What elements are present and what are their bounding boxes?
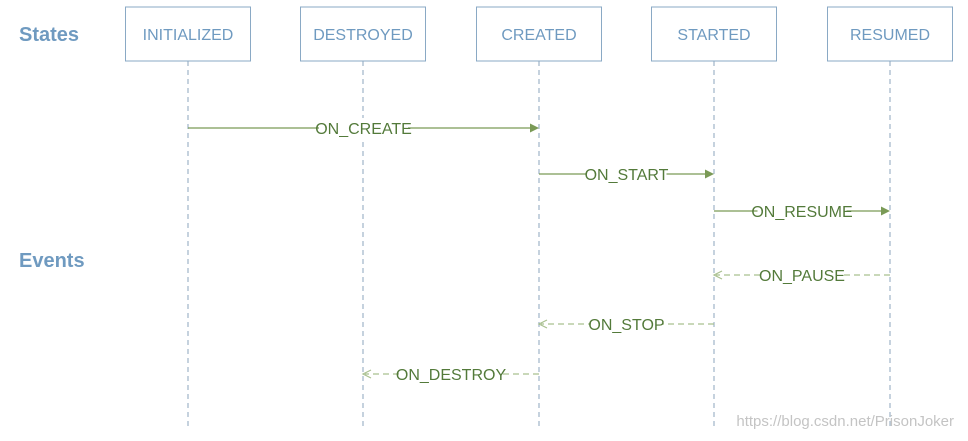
state-label-created: CREATED — [501, 27, 576, 44]
arrowhead-on-create — [530, 123, 539, 133]
state-box-initialized — [125, 6, 251, 62]
state-box-resumed — [827, 6, 953, 62]
arrowhead-on-resume — [881, 206, 890, 216]
event-label-on-resume: ON_RESUME — [751, 204, 852, 221]
event-label-background — [757, 201, 847, 221]
event-label-on-start: ON_START — [585, 167, 669, 184]
lifelines-group — [187, 61, 891, 430]
state-label-destroyed: DESTROYED — [313, 27, 413, 44]
event-label-on-create: ON_CREATE — [315, 121, 412, 138]
arrowhead-on-start — [705, 169, 714, 179]
event-label-background — [762, 265, 842, 285]
state-box-created — [476, 6, 602, 62]
arrowhead-on-pause — [712, 270, 723, 280]
arrowhead-on-stop — [537, 319, 548, 329]
event-arrow-on-resume: ON_RESUME — [714, 201, 890, 221]
state-box-destroyed — [300, 6, 426, 62]
event-label-on-stop: ON_STOP — [588, 317, 664, 334]
event-label-background — [402, 364, 500, 384]
event-arrow-on-pause: ON_PAUSE — [712, 265, 890, 285]
event-arrows-group: ON_CREATE ON_START ON_RESUME ON_PAUSE ON_STO… — [188, 118, 890, 384]
event-arrow-on-create: ON_CREATE — [188, 118, 539, 138]
event-label-background — [586, 164, 667, 184]
events-section-label: Events — [19, 250, 85, 272]
state-boxes-group: INITIALIZED DESTROYED CREATED STARTED RESUME… — [125, 6, 953, 62]
event-label-on-pause: ON_PAUSE — [759, 268, 845, 285]
arrowhead-on-destroy — [361, 369, 372, 379]
state-label-started: STARTED — [677, 27, 750, 44]
state-box-started — [651, 6, 777, 62]
event-arrow-on-stop: ON_STOP — [537, 314, 714, 334]
event-label-background — [591, 314, 662, 334]
state-label-resumed: RESUMED — [850, 27, 930, 44]
states-section-label: States — [19, 24, 79, 46]
state-label-initialized: INITIALIZED — [143, 27, 234, 44]
event-arrow-on-destroy: ON_DESTROY — [361, 364, 539, 384]
event-label-on-destroy: ON_DESTROY — [396, 367, 507, 384]
event-label-background — [319, 118, 408, 138]
event-arrow-on-start: ON_START — [539, 164, 714, 184]
watermark-text: https://blog.csdn.net/PrisonJoker — [736, 413, 954, 430]
